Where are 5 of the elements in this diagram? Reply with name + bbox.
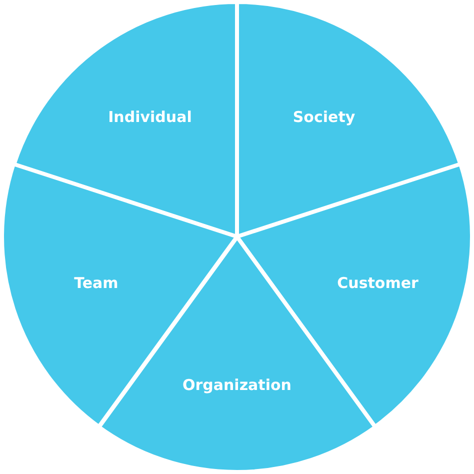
sector-label: Team [74, 274, 118, 292]
sector-label: Organization [182, 376, 292, 394]
sector-label: Society [292, 108, 356, 126]
sector-label: Individual [108, 108, 192, 126]
sector-label: Customer [337, 274, 418, 292]
